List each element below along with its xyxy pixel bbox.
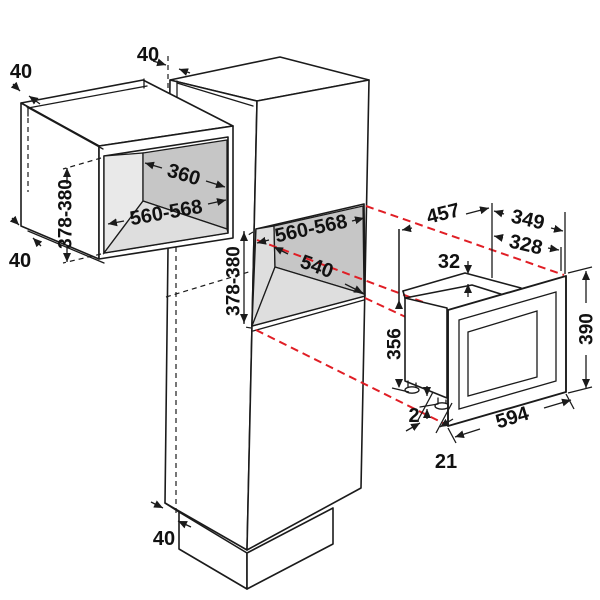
dim-label-tall-niche-height: 378-380 [224,246,245,316]
dim-label-mw-body-height: 356 [385,328,406,360]
microwave-body-side [404,297,448,399]
niche-floor-hidden-edge [165,270,253,298]
dim-label-mw-foot-gap: 2 [408,405,419,427]
tall-niche-shelf-edge [252,299,365,332]
projection-top-right [365,205,565,276]
microwave-frame-inner [458,291,557,410]
wall-cabinet [20,78,234,264]
projection-top-left [256,239,448,312]
dim-label-mw-top-clearance: 32 [438,251,460,273]
dim-mw-frame-overlap: 21 [405,391,457,473]
dim-mw-depth-body: 328 [493,231,562,271]
plinth-side-face [246,507,334,590]
wall-side-inner-edge [26,106,104,150]
microwave-unit [402,272,567,427]
tall-cabinet-panel-inner-edge [176,82,254,107]
dim-mw-top-clearance: 32 [438,251,472,297]
dim-label-mw-depth-body: 328 [507,231,544,260]
wall-niche-floor [102,200,229,254]
dimension-annotations: 40 40 360 560-568 378-380 [9,44,598,550]
tall-cabinet-niche [250,203,366,332]
wall-back-inner-edge [27,85,148,109]
microwave-body-top-step [402,290,406,299]
tall-cabinet-plinth [164,502,334,590]
dim-tall-niche-height: 378-380 [224,231,254,329]
dim-label-mw-depth-glass: 349 [509,206,546,235]
dim-label-wall-panel-top: 40 [10,61,32,83]
dim-top-gap: 40 [137,44,191,92]
dim-wall-panel-top: 40 [10,61,41,105]
dim-wall-panel-bottom: 40 [9,215,43,272]
tall-niche-floor [250,266,366,327]
tall-cabinet [164,56,370,590]
projection-bottom-left [255,329,448,426]
dim-label-top-gap: 40 [137,44,159,66]
foot-front-base [404,386,420,394]
dim-mw-foot-gap: 2 [408,386,439,427]
plinth-step-edge [164,502,180,513]
dim-label-tall-panel-bottom: 40 [153,528,175,550]
dim-wall-niche-height: 378-380 [56,157,102,264]
dim-mw-body-height: 356 [385,229,410,393]
dim-label-wall-panel-bottom: 40 [9,250,31,272]
dim-mw-frame-height: 390 [567,266,598,394]
wall-cabinet-niche [102,136,229,255]
microwave-body-top-back-edge [402,272,522,292]
microwave-frame [447,275,567,427]
dim-label-mw-frame-overlap: 21 [435,451,457,473]
dim-label-mw-depth-total: 457 [424,199,462,228]
dim-tall-panel-bottom: 40 [150,500,192,550]
microwave-door-window [467,310,538,397]
dim-label-mw-frame-height: 390 [577,313,598,345]
wall-bottom-inner-edge [27,230,105,264]
dim-label-wall-niche-height: 378-380 [56,179,77,249]
